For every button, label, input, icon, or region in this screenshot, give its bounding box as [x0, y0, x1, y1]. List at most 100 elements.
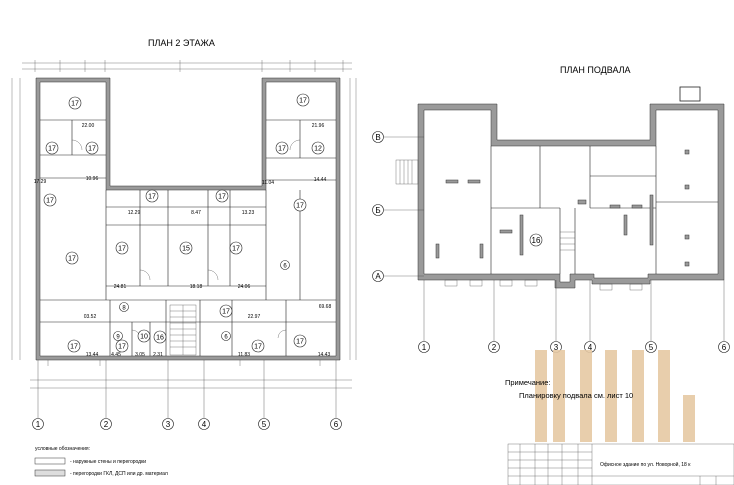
- row-axes-right: В Б А: [372, 131, 384, 282]
- axis-bubble: [198, 418, 210, 430]
- second-floor-title: ПЛАН 2 ЭТАЖА: [148, 38, 215, 48]
- row-axis-bubble: [372, 204, 384, 216]
- room-marker: 10: [140, 334, 148, 341]
- stamp-graphic: [535, 350, 695, 442]
- axis-label: 2: [492, 343, 497, 352]
- room-marker: 17: [148, 194, 156, 201]
- title-block: [507, 443, 734, 485]
- room-marker: 15: [182, 246, 190, 253]
- axis-label: 5: [649, 343, 654, 352]
- room-marker: 17: [232, 246, 240, 253]
- row-axis-bubble: [372, 270, 384, 282]
- room-marker: 6: [283, 264, 287, 270]
- room-marker-circle: [65, 251, 79, 265]
- room-marker: 16: [156, 335, 164, 342]
- row-axis-label: В: [375, 133, 380, 142]
- legend-item-walls: - наружные стены и перегородки: [70, 459, 146, 465]
- room-marker-circle: [119, 302, 129, 312]
- room-marker-circle: [251, 339, 265, 353]
- room-marker-circle: [67, 339, 81, 353]
- title-block-text: Офисное здание по ул. Новорной, 18 к: [600, 461, 691, 468]
- room-marker-circle: [280, 260, 290, 270]
- room-marker: 17: [296, 203, 304, 210]
- note-label: Примечание:: [505, 378, 551, 387]
- room-marker: 17: [278, 146, 286, 153]
- axis-bubble: [100, 418, 112, 430]
- room-marker-circle: [113, 331, 123, 341]
- axis-bubble: [330, 418, 342, 430]
- area-label: 13.44: [86, 352, 99, 358]
- area-label: 8.47: [191, 210, 201, 216]
- area-label: 24.06: [238, 284, 251, 290]
- area-label: 24.81: [114, 284, 127, 290]
- area-label: 22.00: [82, 123, 95, 129]
- axis-bubble: [718, 341, 730, 353]
- axis-bubble: [488, 341, 500, 353]
- axis-label: 3: [554, 343, 559, 352]
- room-marker: 9: [116, 335, 120, 341]
- room-marker-circle: [115, 339, 129, 353]
- room-marker: 8: [122, 306, 126, 312]
- axis-label: 3: [166, 420, 171, 429]
- area-label: 18.18: [190, 284, 203, 290]
- room-marker-circle: [45, 141, 59, 155]
- area-label: 10.96: [86, 176, 99, 182]
- room-marker: 12: [314, 146, 322, 153]
- area-label: 11.04: [262, 180, 274, 186]
- area-label: 14.43: [318, 352, 331, 358]
- room-marker-circle: [221, 331, 231, 341]
- axis-label: 1: [36, 420, 41, 429]
- row-axis-label: Б: [375, 206, 380, 215]
- room-marker-circle: [215, 189, 229, 203]
- room-marker-circle: [296, 93, 310, 107]
- room-marker: 17: [48, 146, 56, 153]
- axis-bubble: [258, 418, 270, 430]
- room-marker-circle: [275, 141, 289, 155]
- area-labels-left: 22.00 21.96 10.96 11.04 12.29 8.47 13.23 14.44 1…: [34, 123, 332, 358]
- room-marker: 17: [46, 198, 54, 205]
- area-label: 13.23: [242, 210, 255, 216]
- area-label: 21.96: [312, 123, 325, 129]
- legend-swatch-walls: [34, 457, 66, 465]
- area-label: 12.29: [128, 210, 141, 216]
- area-label: 11.83: [238, 352, 250, 358]
- room-marker: 17: [222, 309, 230, 316]
- room-marker: 17: [296, 339, 304, 346]
- second-floor-plan: ПЛАН 2 ЭТАЖА: [11, 38, 357, 477]
- area-label: 4.45: [111, 352, 121, 358]
- stair-left: [169, 304, 197, 356]
- room-marker-circle: [311, 141, 325, 155]
- room-marker: 17: [299, 98, 307, 105]
- room-marker-circle: [137, 329, 151, 343]
- room-marker: 17: [118, 344, 126, 351]
- basement-room-marker: 16: [532, 236, 541, 245]
- axis-bubble: [645, 341, 657, 353]
- room-marker-circle: [85, 141, 99, 155]
- room-marker: 17: [118, 246, 126, 253]
- basement-inner-stair: [560, 231, 575, 251]
- room-marker: 17: [218, 194, 226, 201]
- legend-title: условные обозначения:: [35, 446, 90, 452]
- room-marker: 17: [70, 344, 78, 351]
- room-marker-circle: [153, 330, 167, 344]
- axis-label: 6: [722, 343, 727, 352]
- row-axis-bubble: [372, 131, 384, 143]
- room-marker-circle: [68, 96, 82, 110]
- area-label: 14.44: [314, 177, 327, 183]
- area-label: 03.52: [84, 314, 97, 320]
- room-marker: 6: [224, 335, 228, 341]
- room-marker: 17: [71, 101, 79, 108]
- area-label: 3.05: [135, 352, 145, 358]
- axis-label: 6: [334, 420, 339, 429]
- note-text: Планировку подвала см. лист 10: [519, 391, 633, 400]
- axis-bubble: [32, 418, 44, 430]
- basement-title: ПЛАН ПОДВАЛА: [560, 65, 631, 75]
- axis-label: 1: [422, 343, 427, 352]
- room-marker-circle: [145, 189, 159, 203]
- axis-label: 5: [262, 420, 267, 429]
- row-axis-label: А: [375, 272, 381, 281]
